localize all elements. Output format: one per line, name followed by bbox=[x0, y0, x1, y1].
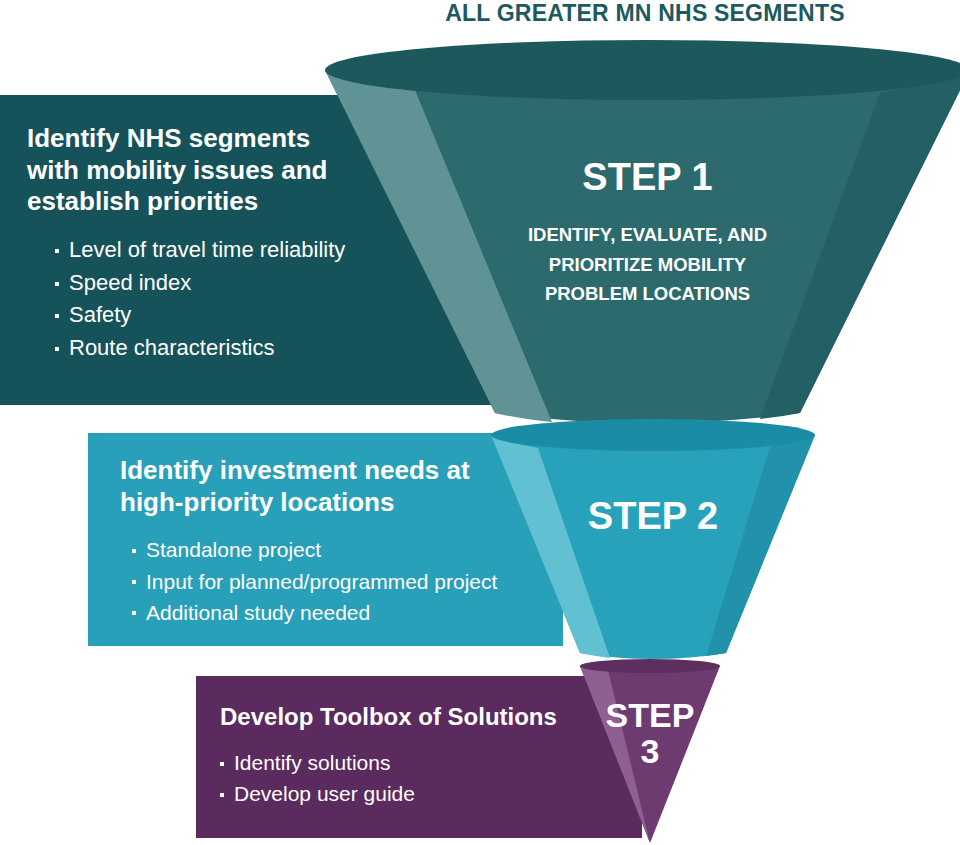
step-band: Identify investment needs at high-priori… bbox=[88, 433, 563, 646]
band-heading: Identify NHS segments with mobility issu… bbox=[27, 123, 357, 218]
funnel-rim bbox=[580, 659, 720, 673]
bullet-item: Additional study needed bbox=[132, 597, 563, 628]
step-band: Develop Toolbox of SolutionsIdentify sol… bbox=[196, 676, 642, 838]
funnel-face bbox=[325, 70, 960, 423]
funnel-section: STEP 2 bbox=[488, 418, 818, 663]
bullet-item: Route characteristics bbox=[55, 332, 500, 365]
funnel-face bbox=[491, 435, 610, 658]
bullet-item: Speed index bbox=[55, 267, 500, 300]
funnel-face bbox=[580, 666, 650, 843]
funnel-rim bbox=[325, 40, 960, 100]
band-heading: Identify investment needs at high-priori… bbox=[120, 455, 480, 518]
funnel-section: STEP 1 IDENTIFY, EVALUATE, AND PRIORITIZE… bbox=[320, 38, 960, 423]
step-label: STEP 2 bbox=[548, 495, 758, 539]
step-label: STEP 3 bbox=[602, 698, 698, 769]
band-heading: Develop Toolbox of Solutions bbox=[220, 702, 620, 731]
bullet-item: Input for planned/programmed project bbox=[132, 566, 563, 597]
bullet-item: Identify solutions bbox=[220, 747, 642, 778]
funnel-section: STEP 3 bbox=[578, 658, 723, 845]
diagram-title: ALL GREATER MN NHS SEGMENTS bbox=[380, 0, 910, 27]
funnel-face bbox=[580, 666, 720, 843]
bullet-item: Develop user guide bbox=[220, 778, 642, 809]
funnel-shape bbox=[488, 418, 818, 663]
funnel-face bbox=[491, 435, 815, 659]
bullet-item: Level of travel time reliability bbox=[55, 234, 500, 267]
funnel-face bbox=[325, 70, 552, 422]
funnel-face bbox=[760, 70, 960, 419]
funnel-rim bbox=[491, 419, 815, 451]
bullet-item: Safety bbox=[55, 299, 500, 332]
funnel-face bbox=[706, 435, 815, 656]
step-label: STEP 1 bbox=[520, 156, 775, 200]
bullet-item: Standalone project bbox=[132, 534, 563, 565]
step-description: IDENTIFY, EVALUATE, AND PRIORITIZE MOBIL… bbox=[520, 220, 775, 309]
